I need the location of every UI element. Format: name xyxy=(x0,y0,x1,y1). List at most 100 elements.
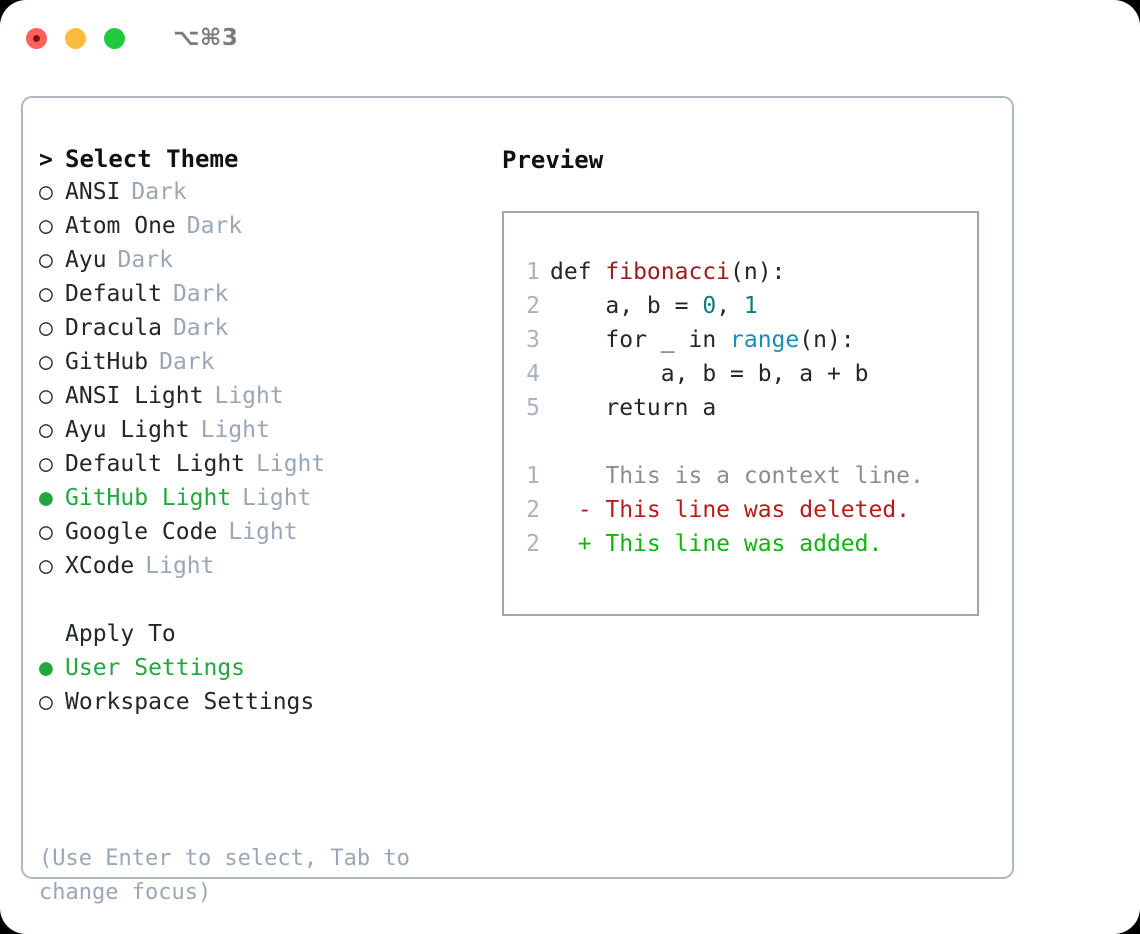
theme-option-label: ANSI xyxy=(65,179,121,205)
diff-sign xyxy=(550,459,605,493)
line-number: 4 xyxy=(526,361,540,387)
radio-unselected-icon: ○ xyxy=(39,179,53,205)
diff-line-text: This line was deleted. xyxy=(605,497,911,523)
theme-option-label: Ayu xyxy=(65,247,107,273)
apply-to-option-label: Workspace Settings xyxy=(65,689,315,715)
theme-variant-badge: Dark xyxy=(186,213,243,239)
theme-option-label: XCode xyxy=(65,553,135,579)
line-number: 2 xyxy=(526,497,540,523)
line-number: 1 xyxy=(526,259,540,285)
diff-line-text: This is a context line. xyxy=(605,463,924,489)
code-line: 3 for _ in range(n): xyxy=(504,323,977,357)
theme-variant-badge: Dark xyxy=(172,315,229,341)
diff-line: 2 - This line was deleted. xyxy=(504,493,977,527)
zoom-button[interactable] xyxy=(104,27,125,49)
code-line: 5 return a xyxy=(504,391,977,425)
theme-variant-badge: Dark xyxy=(131,179,187,205)
code-line: 1 def fibonacci(n): xyxy=(504,255,977,289)
caret-icon: > xyxy=(39,147,53,173)
code-line: 2 a, b = 0, 1 xyxy=(504,289,977,323)
theme-option-label: Atom One xyxy=(65,213,176,239)
keyboard-hint: (Use Enter to select, Tab to change focu… xyxy=(39,846,424,905)
title-bar: ⌥⌘3 xyxy=(0,0,1140,76)
theme-option[interactable]: ○ Google Code Light xyxy=(39,519,479,553)
line-number: 1 xyxy=(526,463,540,489)
code-token-plain: a, b = b, a + b xyxy=(550,361,869,387)
code-token-plain: a, b = xyxy=(550,293,703,319)
theme-variant-badge: Dark xyxy=(159,349,215,375)
apply-to-list: ● User Settings ○ Workspace Settings xyxy=(39,655,479,723)
close-button[interactable] xyxy=(26,27,47,49)
code-token-call: range xyxy=(730,327,800,353)
select-theme-heading: > Select Theme xyxy=(39,145,479,179)
diff-sign: - xyxy=(550,497,606,523)
theme-variant-badge: Light xyxy=(242,485,312,511)
code-line-text: return a xyxy=(550,391,716,425)
diff-line-text: This line was added. xyxy=(605,531,883,557)
theme-option-label: Dracula xyxy=(65,315,162,341)
code-line-text: a, b = b, a + b xyxy=(550,357,869,391)
code-token-plain: (n): xyxy=(730,259,786,285)
radio-unselected-icon: ○ xyxy=(39,213,53,239)
code-token-plain: for _ in xyxy=(550,327,731,353)
blank-marker xyxy=(39,621,65,647)
code-line-text: def fibonacci(n): xyxy=(550,255,785,289)
line-number: 2 xyxy=(526,293,540,319)
code-line: 4 a, b = b, a + b xyxy=(504,357,977,391)
theme-option-label: GitHub Light xyxy=(65,485,232,511)
theme-option-label: Google Code xyxy=(65,519,218,545)
radio-unselected-icon: ○ xyxy=(39,689,53,715)
apply-to-option[interactable]: ● User Settings xyxy=(39,655,479,689)
code-line-text: for _ in range(n): xyxy=(550,323,854,357)
theme-option[interactable]: ○ Atom One Dark xyxy=(39,213,479,247)
section-spacer xyxy=(39,587,479,621)
theme-variant-badge: Dark xyxy=(117,247,173,273)
code-token-plain: def xyxy=(550,259,606,285)
theme-variant-badge: Light xyxy=(214,383,284,409)
code-token-num: 1 xyxy=(743,293,758,319)
theme-option-label: Default Light xyxy=(65,451,246,477)
line-number: 5 xyxy=(526,395,540,421)
select-theme-title: Select Theme xyxy=(65,145,239,173)
radio-unselected-icon: ○ xyxy=(39,349,53,375)
code-token-fn: fibonacci xyxy=(605,259,731,285)
code-line-text: a, b = 0, 1 xyxy=(550,289,758,323)
theme-variant-badge: Light xyxy=(228,519,298,545)
line-number: 2 xyxy=(526,531,540,557)
radio-unselected-icon: ○ xyxy=(39,519,53,545)
preview-title: Preview xyxy=(502,146,604,174)
radio-unselected-icon: ○ xyxy=(39,417,53,443)
theme-option[interactable]: ○ Default Light Light xyxy=(39,451,479,485)
code-token-plain: , xyxy=(716,293,744,319)
code-token-num: 0 xyxy=(702,293,717,319)
theme-option-label: Default xyxy=(65,281,162,307)
theme-option[interactable]: ○ ANSI Dark xyxy=(39,179,479,213)
theme-variant-badge: Light xyxy=(256,451,326,477)
radio-selected-icon: ● xyxy=(39,485,53,511)
theme-variant-badge: Light xyxy=(200,417,270,443)
theme-option[interactable]: ● GitHub Light Light xyxy=(39,485,479,519)
radio-unselected-icon: ○ xyxy=(39,451,53,477)
line-number: 3 xyxy=(526,327,540,353)
minimize-button[interactable] xyxy=(65,27,86,49)
apply-to-title: Apply To xyxy=(65,621,176,647)
apply-to-option-label: User Settings xyxy=(65,655,246,681)
apply-to-option[interactable]: ○ Workspace Settings xyxy=(39,689,479,723)
window-controls xyxy=(26,27,125,49)
diff-line: 2 + This line was added. xyxy=(504,527,977,561)
radio-selected-icon: ● xyxy=(39,655,53,681)
code-token-plain: return a xyxy=(550,395,717,421)
